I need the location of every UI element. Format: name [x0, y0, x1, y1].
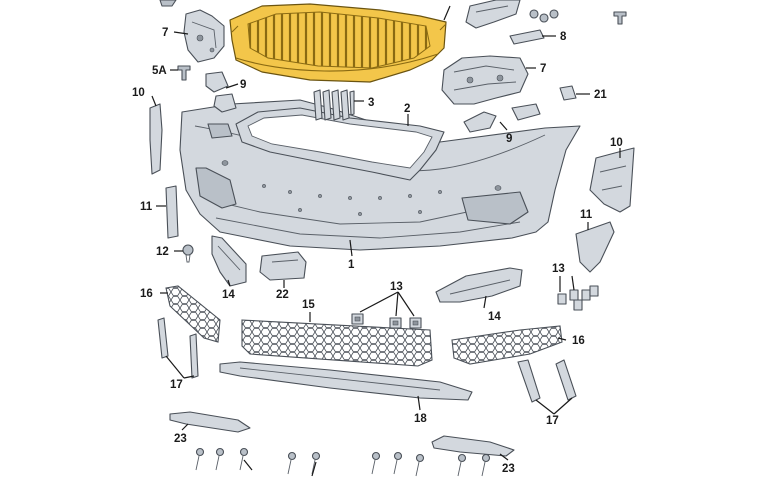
clips-top-right — [529, 9, 627, 25]
label-1: 1 — [348, 259, 355, 271]
fog-frame-left-part-9 — [205, 71, 237, 113]
lower-trim-right-part-23 — [431, 435, 515, 457]
side-grille-right-part-16 — [451, 325, 563, 365]
label-16-left: 16 — [140, 288, 153, 300]
label-15: 15 — [302, 299, 315, 311]
tow-eye-cover-part-22 — [259, 251, 307, 281]
fog-frame-right-part-9 — [463, 103, 541, 133]
label-5a: 5A — [152, 65, 167, 77]
label-9-right: 9 — [506, 133, 512, 145]
label-7-right: 7 — [540, 63, 546, 75]
part-number-labels: 1 2 3 5A 7 7 8 9 9 10 10 11 11 12 13 13 … — [132, 27, 623, 475]
label-22: 22 — [276, 289, 289, 301]
clips-part-13-center — [351, 313, 422, 329]
grille-surround-part-2 — [235, 107, 445, 181]
label-2: 2 — [404, 103, 410, 115]
label-8: 8 — [560, 31, 567, 43]
radiator-grille-highlighted — [229, 3, 447, 83]
side-bracket-left-part-10 — [149, 103, 163, 175]
fog-grille-right-part-14 — [435, 267, 523, 303]
label-13-center: 13 — [390, 281, 403, 293]
bracket-right-part-7 — [441, 55, 529, 105]
mounting-strip-part-8 — [509, 29, 545, 45]
trim-strip-left-part-17 — [157, 317, 199, 379]
label-14-left: 14 — [222, 289, 235, 301]
label-10-left: 10 — [132, 87, 145, 99]
label-13-right: 13 — [552, 263, 565, 275]
side-bracket-right-part-10 — [589, 147, 635, 213]
clip-part-5a — [177, 65, 191, 81]
label-14-right: 14 — [488, 311, 501, 323]
label-12: 12 — [156, 246, 169, 258]
label-23-left: 23 — [174, 433, 187, 445]
lower-trim-left-part-23 — [169, 411, 251, 433]
cover-plate-part-21 — [559, 85, 577, 101]
bracket-left-part-7 — [159, 0, 225, 63]
fog-grille-left-part-14 — [211, 235, 247, 287]
top-right-bracket — [465, 0, 521, 29]
trim-strip-right-part-17 — [517, 359, 577, 403]
label-11-right: 11 — [580, 209, 593, 221]
side-guide-left-part-11 — [165, 185, 179, 239]
side-guide-right-part-11 — [575, 221, 615, 273]
label-10-right: 10 — [610, 137, 623, 149]
lower-grille-part-15 — [241, 319, 433, 367]
lower-spoiler-part-18 — [219, 361, 473, 401]
label-23-right: 23 — [502, 463, 515, 475]
label-18: 18 — [414, 413, 427, 425]
fastener-screws-bottom — [195, 447, 491, 477]
leader-lines — [151, 5, 621, 477]
label-3: 3 — [368, 97, 374, 109]
clips-part-13-right — [557, 285, 599, 311]
screw-part-12 — [182, 244, 194, 263]
trim-strips-part-3 — [313, 89, 355, 121]
label-21: 21 — [594, 89, 607, 101]
label-9-left: 9 — [240, 79, 246, 91]
label-16-right: 16 — [572, 335, 585, 347]
label-17-right: 17 — [546, 415, 559, 427]
label-17-left: 17 — [170, 379, 183, 391]
label-11-left: 11 — [140, 201, 153, 213]
side-grille-left-part-16 — [165, 285, 221, 343]
label-7-left: 7 — [162, 27, 168, 39]
